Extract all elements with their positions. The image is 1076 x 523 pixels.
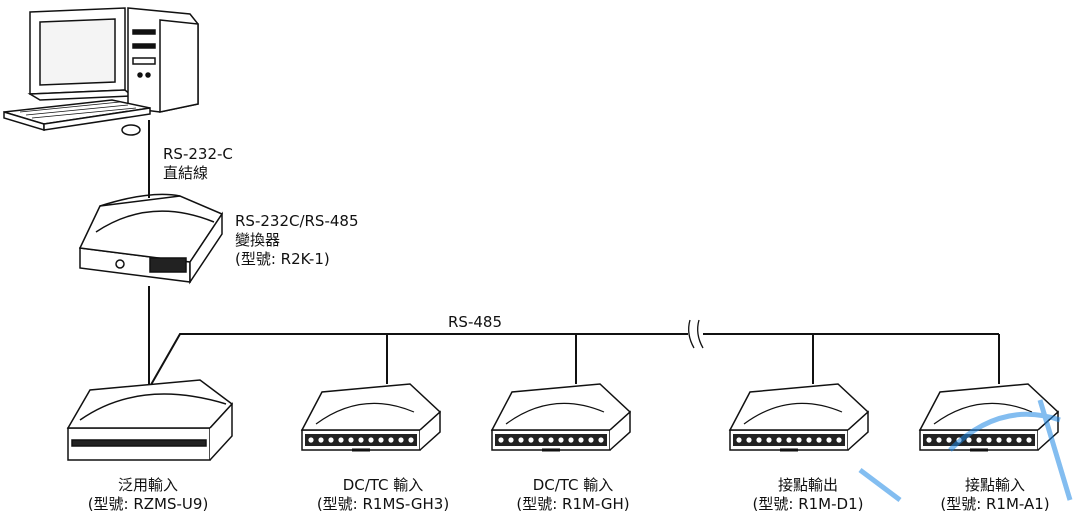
converter-label-line1: RS-232C/RS-485 [235, 212, 359, 231]
module-1-name: 泛用輸入 [88, 476, 209, 495]
rzms-module-icon [68, 380, 232, 460]
module-4-name: 接點輸出 [753, 476, 864, 495]
module-1-model: (型號: RZMS-U9) [88, 495, 209, 514]
bus-label: RS-485 [448, 313, 502, 332]
module-5-model: (型號: R1M-A1) [940, 495, 1049, 514]
module-4-model: (型號: R1M-D1) [753, 495, 864, 514]
cable-label: RS-232-C 直結線 [163, 145, 233, 183]
converter-label-line2: 變換器 [235, 231, 359, 250]
r1m-gh-module-icon [492, 384, 630, 450]
module-label-5: 接點輸入 (型號: R1M-A1) [940, 476, 1049, 514]
module-3-name: DC/TC 輸入 [516, 476, 629, 495]
converter-device-icon [80, 194, 222, 282]
r1ms-gh3-module-icon [302, 384, 440, 450]
module-3-model: (型號: R1M-GH) [516, 495, 629, 514]
module-2-model: (型號: R1MS-GH3) [317, 495, 449, 514]
cable-label-line2: 直結線 [163, 164, 233, 183]
module-label-4: 接點輸出 (型號: R1M-D1) [753, 476, 864, 514]
module-label-2: DC/TC 輸入 (型號: R1MS-GH3) [317, 476, 449, 514]
module-5-name: 接點輸入 [940, 476, 1049, 495]
cable-break-mark [689, 320, 703, 348]
module-label-3: DC/TC 輸入 (型號: R1M-GH) [516, 476, 629, 514]
converter-label: RS-232C/RS-485 變換器 (型號: R2K-1) [235, 212, 359, 269]
module-2-name: DC/TC 輸入 [317, 476, 449, 495]
r1m-d1-module-icon [730, 384, 868, 450]
converter-label-line3: (型號: R2K-1) [235, 250, 359, 269]
computer-icon [4, 8, 198, 135]
cable-label-line1: RS-232-C [163, 145, 233, 164]
module-label-1: 泛用輸入 (型號: RZMS-U9) [88, 476, 209, 514]
